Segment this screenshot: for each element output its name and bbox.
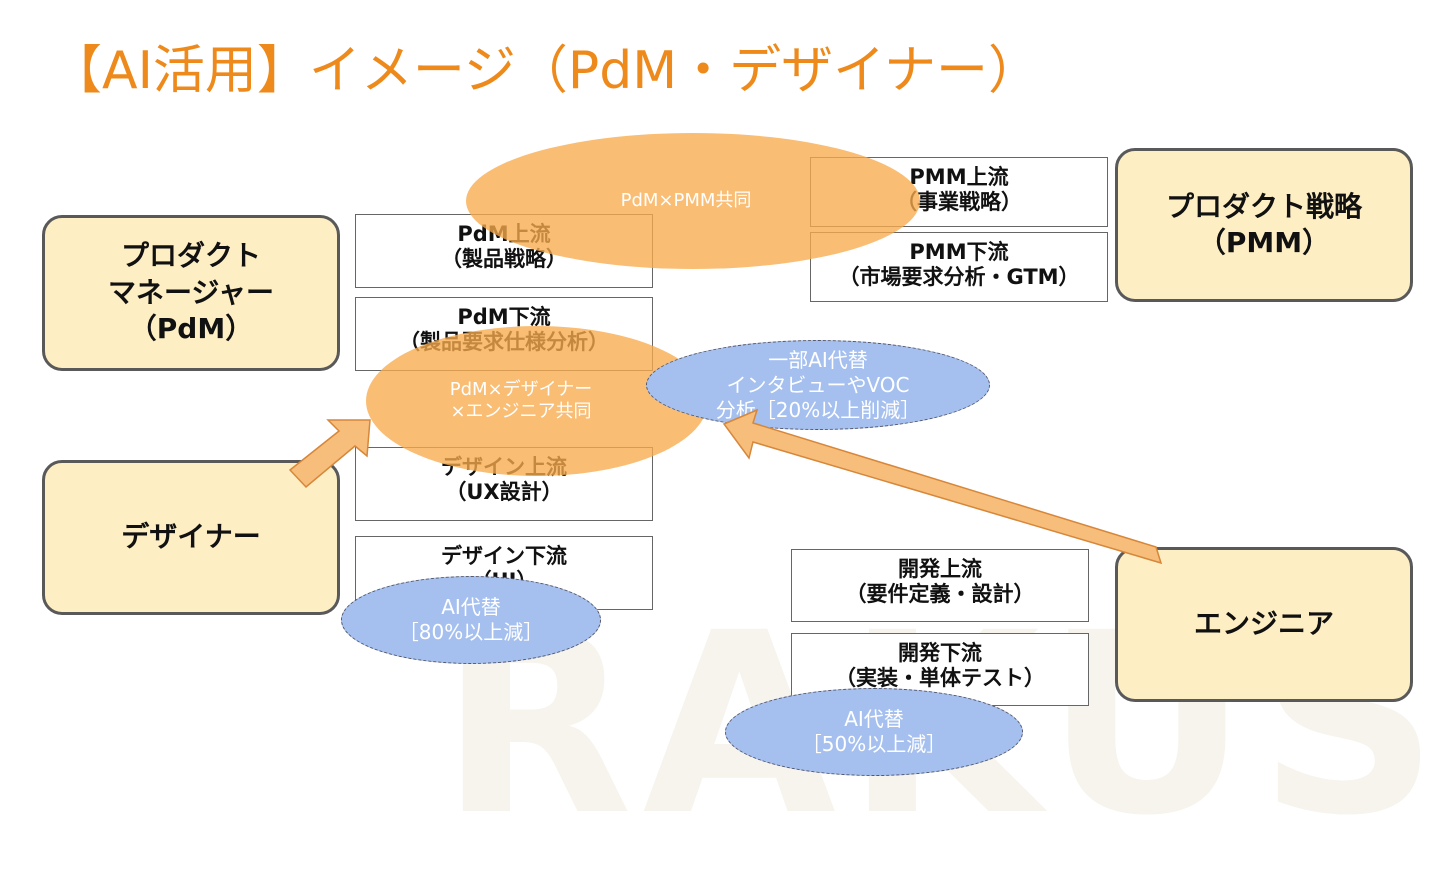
- task-title: 開発上流: [898, 557, 982, 581]
- role-engineer: エンジニア: [1115, 547, 1413, 702]
- role-designer: デザイナー: [42, 460, 340, 615]
- task-title: PMM下流: [909, 240, 1009, 264]
- pdm-pmm-collab-ellipse: PdM×PMM共同: [466, 133, 920, 269]
- task-title: デザイン下流: [441, 544, 567, 568]
- arrows-layer: [288, 408, 1163, 565]
- slide-title: 【AI活用】イメージ（PdM・デザイナー）: [50, 41, 1041, 101]
- designer-to-collab-arrow: [288, 419, 371, 489]
- collab-label-line2: ×エンジニア共同: [450, 401, 592, 422]
- ai-design-ellipse: AI代替 ［80%以上減］: [341, 576, 601, 664]
- ai-label-line2: ［50%以上減］: [801, 732, 947, 756]
- task-detail: （UX設計）: [445, 480, 563, 505]
- collab-label: PdM×PMM共同: [620, 189, 752, 211]
- ai-interview-voc-ellipse: 一部AI代替 インタビューやVOC 分析［20%以上削減］: [646, 340, 990, 430]
- ai-label-line2: インタビューやVOC: [726, 372, 910, 397]
- task-title: 開発下流: [898, 641, 982, 665]
- ai-dev-ellipse: AI代替 ［50%以上減］: [725, 688, 1023, 776]
- pdm-designer-engineer-collab-ellipse: PdM×デザイナー ×エンジニア共同: [366, 326, 708, 476]
- task-title: PMM上流: [909, 165, 1009, 189]
- engineer-to-collab-arrow: [722, 408, 1163, 565]
- role-product-strategy-pmm: プロダクト戦略 （PMM）: [1115, 148, 1413, 302]
- ai-label-line1: AI代替: [844, 707, 904, 731]
- task-dev-upstream: 開発上流 （要件定義・設計）: [791, 549, 1089, 622]
- ai-label-line2: ［80%以上減］: [398, 620, 544, 644]
- task-detail: （要件定義・設計）: [845, 582, 1035, 607]
- task-title: PdM下流: [457, 305, 551, 329]
- task-detail: （市場要求分析・GTM）: [838, 265, 1080, 290]
- collab-label-line1: PdM×デザイナー: [449, 378, 593, 400]
- role-product-manager: プロダクト マネージャー （PdM）: [42, 215, 340, 371]
- ai-label-line1: AI代替: [441, 595, 501, 619]
- ai-label-line1: 一部AI代替: [768, 347, 868, 372]
- task-pmm-downstream: PMM下流 （市場要求分析・GTM）: [810, 232, 1108, 302]
- task-detail: （実装・単体テスト）: [835, 666, 1045, 691]
